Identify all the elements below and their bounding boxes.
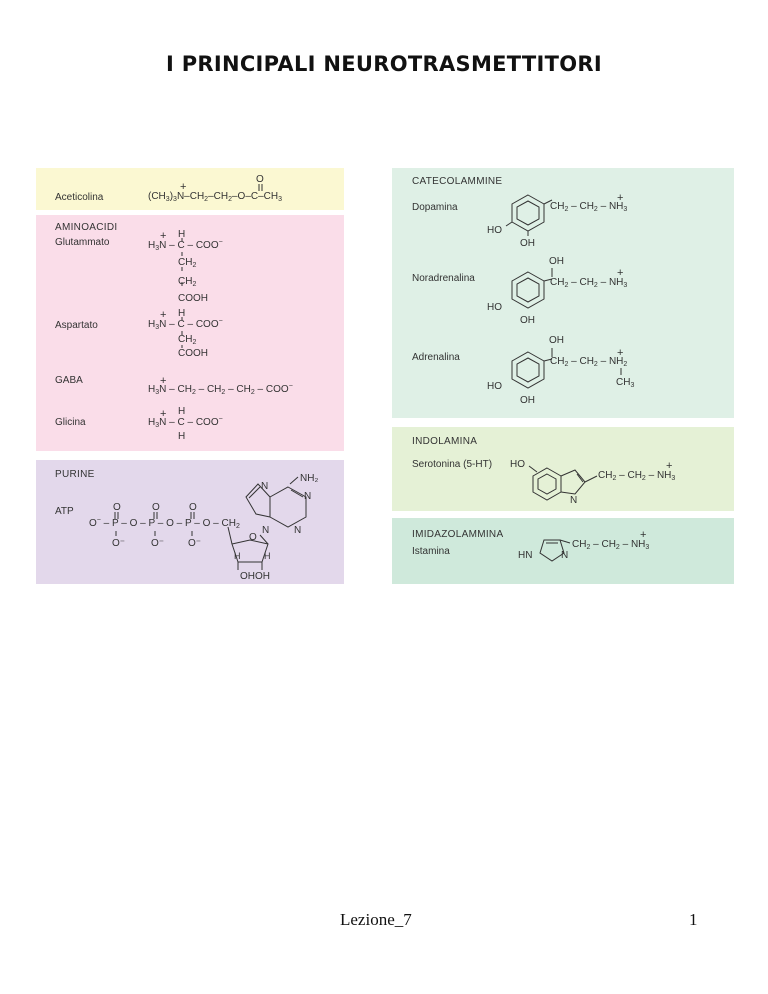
purine-header: PURINE (55, 469, 95, 480)
noradrenaline-side-chain: CH2 – CH2 – NH3 (550, 277, 628, 290)
svg-text:N: N (294, 525, 301, 536)
svg-text:O: O (113, 502, 121, 513)
noradrenaline-label: Noradrenalina (412, 273, 475, 284)
aspartate-h: H (178, 308, 186, 319)
aspartate-formula: H3N – C – COO− (148, 318, 223, 331)
histamine-side-chain: CH2 – CH2 – NH3 (572, 539, 650, 552)
acetylcholine-formula: (CH3)3N–CH2–CH2–O–C–CH3 (148, 191, 283, 204)
glutamate-h: H (178, 229, 186, 240)
adrenaline-side-chain: CH2 – CH2 – NH2 (550, 356, 628, 369)
noradrenaline-charge: + (617, 267, 624, 279)
adrenaline-oh: OH (520, 395, 535, 406)
svg-text:O: O (189, 502, 197, 513)
svg-text:N: N (261, 481, 268, 492)
svg-text:NH₂: NH₂ (300, 473, 318, 484)
dopamine-benzene-ring (505, 194, 553, 236)
acetylcholine-charge: + (180, 181, 187, 193)
svg-text:O: O (249, 532, 257, 543)
adrenaline-ho: HO (487, 381, 502, 392)
footer-page-number: 1 (689, 910, 698, 929)
glycine-formula: H3N – C – COO− (148, 416, 223, 429)
aspartate-bonds (181, 317, 183, 348)
imidazolamine-header: IMIDAZOLAMMINA (412, 529, 504, 540)
atp-label: ATP (55, 506, 74, 517)
adrenaline-charge: + (617, 347, 624, 359)
glycine-h-bottom: H (178, 431, 186, 442)
glutamate-charge: + (160, 230, 167, 242)
serotonin-n: N (570, 495, 578, 506)
histamine-charge: + (640, 529, 647, 541)
glutamate-chain-2: CH2 (178, 276, 197, 289)
glycine-h-top: H (178, 406, 186, 417)
atp-ribose-oh: OHOH (240, 571, 270, 582)
svg-text:O⁻: O⁻ (151, 538, 164, 549)
gaba-label: GABA (55, 375, 83, 386)
acetylcholine-label: Aceticolina (55, 192, 104, 203)
aminoacid-panel (36, 215, 344, 451)
acetylcholine-panel (36, 168, 344, 210)
serotonin-ho: HO (510, 459, 525, 470)
aspartate-chain-1: CH2 (178, 334, 197, 347)
histamine-hn: HN (518, 550, 533, 561)
aspartate-label: Aspartato (55, 320, 98, 331)
catecholamine-header: CATECOLAMMINE (412, 176, 503, 187)
svg-text:H: H (264, 551, 271, 561)
adrenaline-methyl: CH3 (616, 377, 635, 390)
histamine-n: N (561, 550, 569, 561)
gaba-formula: H3N – CH2 – CH2 – CH2 – COO− (148, 383, 293, 396)
indolamine-header: INDOLAMINA (412, 436, 478, 447)
serotonin-side-chain: CH2 – CH2 – NH3 (598, 470, 676, 483)
adrenaline-label: Adrenalina (412, 352, 460, 363)
svg-text:H: H (234, 551, 241, 561)
catecholamine-panel (392, 168, 734, 418)
gaba-charge: + (160, 375, 167, 387)
dopamine-charge: + (617, 192, 624, 204)
dopamine-label: Dopamina (412, 202, 458, 213)
glutamate-label: Glutammato (55, 237, 110, 248)
indolamine-panel (392, 427, 734, 511)
glutamate-chain-1: CH2 (178, 257, 197, 270)
atp-adenosine-structure: NH₂ N N N N O H H (227, 473, 318, 570)
svg-text:O⁻: O⁻ (112, 538, 125, 549)
glutamate-formula: H3N – C – COO− (148, 239, 223, 252)
dopamine-side-chain: CH2 – CH2 – NH3 (550, 201, 628, 214)
aminoacid-header: AMINOACIDI (55, 222, 118, 233)
svg-text:O⁻: O⁻ (188, 538, 201, 549)
acetylcholine-carbonyl-o: O (256, 174, 264, 185)
footer-lesson: Lezione_7 (340, 910, 412, 929)
adrenaline-methyl-bond (620, 368, 622, 375)
atp-phosphate-chain: O− – P – O – P – O – P – O – CH2 (89, 517, 240, 530)
aspartate-chain-2: COOH (178, 348, 208, 359)
glutamate-bonds (181, 238, 183, 286)
adrenaline-oh-top: OH (549, 335, 564, 346)
glycine-charge: + (160, 408, 167, 420)
serotonin-charge: + (666, 460, 673, 472)
dopamine-ho: HO (487, 225, 502, 236)
histamine-label: Istamina (412, 546, 450, 557)
purine-panel (36, 460, 344, 584)
aspartate-charge: + (160, 309, 167, 321)
page-title: I PRINCIPALI NEUROTRASMETTITORI (165, 52, 603, 76)
svg-text:O: O (152, 502, 160, 513)
acetylcholine-double-bond (258, 184, 263, 191)
histamine-imidazole-ring (539, 539, 571, 562)
noradrenaline-ho: HO (487, 302, 502, 313)
glutamate-chain-3: COOH (178, 293, 208, 304)
glycine-label: Glicina (55, 417, 86, 428)
adrenaline-benzene-ring (511, 348, 553, 389)
noradrenaline-oh: OH (520, 315, 535, 326)
noradrenaline-benzene-ring (511, 268, 553, 309)
svg-text:N: N (304, 491, 311, 502)
serotonin-indole-ring (528, 465, 598, 501)
svg-text:N: N (262, 525, 269, 536)
noradrenaline-oh-top: OH (549, 256, 564, 267)
serotonin-label: Serotonina (5-HT) (412, 459, 493, 470)
atp-phosphate-bonds: O O O O⁻ O⁻ O⁻ (112, 502, 201, 549)
dopamine-oh: OH (520, 238, 535, 249)
